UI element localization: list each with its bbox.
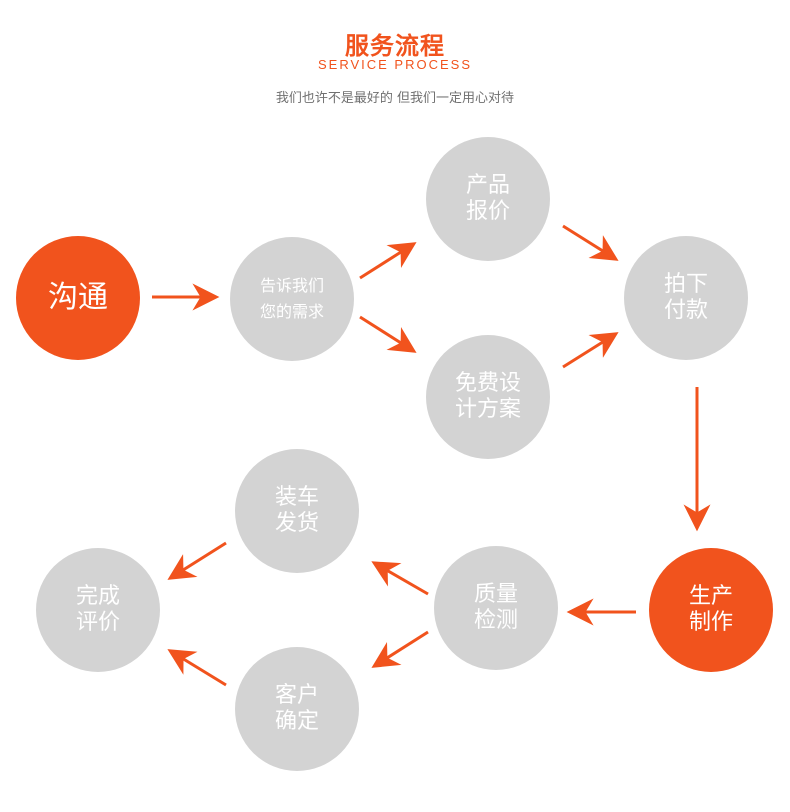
- page-title: 服务流程: [345, 32, 445, 60]
- step-payment-label: 拍下 付款: [663, 272, 708, 323]
- step-review: 完成 评价: [36, 548, 160, 672]
- step-design: 免费设 计方案: [426, 335, 550, 459]
- arrow-design-to-payment: [562, 332, 619, 369]
- step-quote: 产品 报价: [426, 137, 550, 261]
- step-inspection: 质量 检测: [434, 546, 558, 670]
- step-payment: 拍下 付款: [624, 236, 748, 360]
- step-shipping-label: 装车 发货: [274, 485, 319, 536]
- step-requirements-label: 告诉我们 您的需求: [259, 276, 324, 321]
- step-production-label: 生产 制作: [688, 584, 733, 635]
- arrow-confirm-to-review: [167, 649, 227, 687]
- step-inspection-label: 质量 检测: [473, 582, 518, 633]
- step-communicate: 沟通: [16, 236, 140, 360]
- arrow-requirements-to-quote: [359, 242, 417, 280]
- tagline: 我们也许不是最好的 但我们一定用心对待: [275, 91, 515, 106]
- step-production: 生产 制作: [649, 548, 773, 672]
- step-confirm-label: 客户 确定: [274, 683, 319, 734]
- step-communicate-label: 沟通: [48, 280, 108, 316]
- arrow-quote-to-payment: [562, 224, 619, 261]
- arrow-requirements-to-design: [359, 315, 417, 353]
- step-shipping: 装车 发货: [235, 449, 359, 573]
- step-quote-label: 产品 报价: [465, 173, 510, 224]
- step-design-label: 免费设 计方案: [454, 371, 521, 422]
- page-subtitle: SERVICE PROCESS: [317, 57, 473, 72]
- step-requirements: 告诉我们 您的需求: [230, 237, 354, 361]
- arrow-inspection-to-shipping: [371, 561, 429, 596]
- step-confirm: 客户 确定: [235, 647, 359, 771]
- arrow-shipping-to-review: [167, 541, 227, 580]
- arrow-inspection-to-confirm: [371, 630, 429, 668]
- step-review-label: 完成 评价: [75, 584, 120, 635]
